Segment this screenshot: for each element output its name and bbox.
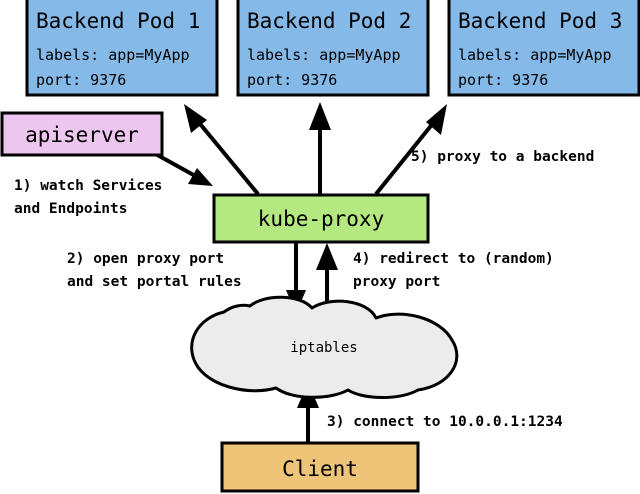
edge-kubeproxy-to-pod-2 (309, 102, 331, 194)
step-5-line-1: 5) proxy to a backend (411, 149, 594, 165)
step-2-label: 2) open proxy port and set portal rules (67, 251, 242, 290)
pod-1-port: port: 9376 (36, 71, 126, 89)
step-4-line-1: 4) redirect to (random) (353, 251, 554, 267)
step-4-line-2: proxy port (353, 274, 440, 290)
edge-kubeproxy-to-pod-1 (184, 104, 260, 196)
pod-2-port: port: 9376 (247, 71, 337, 89)
node-apiserver[interactable]: apiserver (0, 111, 164, 157)
pod-2-title: Backend Pod 2 (247, 9, 411, 33)
node-client[interactable]: Client (220, 441, 420, 493)
step-2-line-2: and set portal rules (67, 274, 242, 290)
node-kube-proxy[interactable]: kube-proxy (212, 193, 430, 244)
step-2-line-1: 2) open proxy port (67, 251, 224, 267)
client-label: Client (282, 457, 358, 481)
pod-3-labels: labels: app=MyApp (458, 46, 612, 64)
step-1-label: 1) watch Services and Endpoints (14, 178, 162, 217)
step-1-line-1: 1) watch Services (14, 178, 162, 194)
iptables-cloud: iptables (190, 295, 459, 399)
apiserver-label: apiserver (25, 123, 139, 147)
pod-1-labels: labels: app=MyApp (36, 46, 190, 64)
step-5-label: 5) proxy to a backend (411, 149, 594, 165)
edge-kubeproxy-to-pod-3 (374, 104, 447, 196)
step-3-line-1: 3) connect to 10.0.0.1:1234 (327, 414, 563, 430)
kube-proxy-label: kube-proxy (258, 207, 384, 231)
node-backend-pod-1[interactable]: Backend Pod 1 labels: app=MyApp port: 93… (25, 0, 219, 97)
step-4-label: 4) redirect to (random) proxy port (353, 251, 554, 290)
step-1-line-2: and Endpoints (14, 201, 128, 217)
pod-3-title: Backend Pod 3 (458, 9, 622, 33)
node-backend-pod-2[interactable]: Backend Pod 2 labels: app=MyApp port: 93… (236, 0, 430, 97)
step-3-label: 3) connect to 10.0.0.1:1234 (327, 414, 563, 430)
node-backend-pod-3[interactable]: Backend Pod 3 labels: app=MyApp port: 93… (447, 0, 640, 97)
pod-3-port: port: 9376 (458, 71, 548, 89)
pod-2-labels: labels: app=MyApp (247, 46, 401, 64)
iptables-label: iptables (290, 340, 357, 356)
pod-1-title: Backend Pod 1 (36, 9, 200, 33)
